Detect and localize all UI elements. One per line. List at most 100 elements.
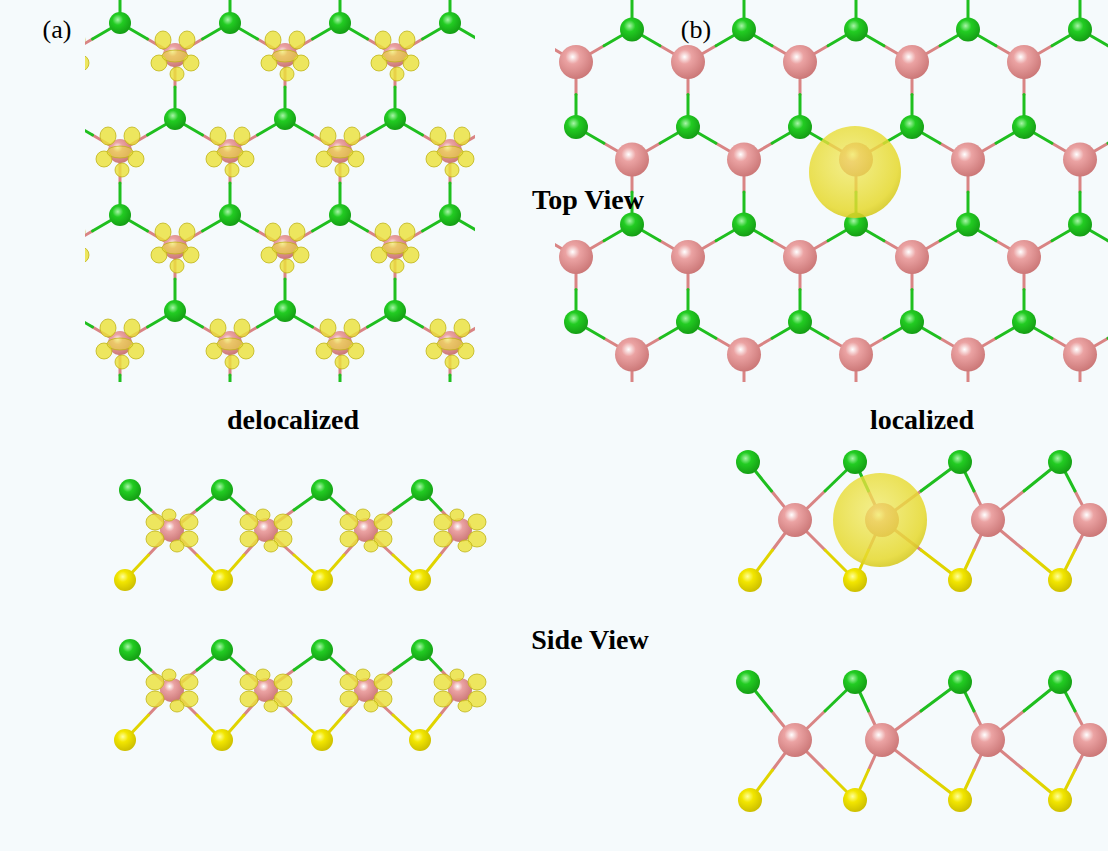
panel-label: (b) — [681, 16, 711, 45]
green-atom — [119, 479, 141, 501]
isosurface-lobe — [289, 223, 305, 241]
green-atom — [956, 18, 980, 42]
yellow-atom — [1048, 568, 1072, 592]
isosurface-lobe — [100, 127, 116, 145]
isosurface-lobe — [340, 674, 358, 690]
side-views — [114, 450, 1107, 812]
isosurface-lobe — [454, 127, 470, 145]
yellow-atom — [311, 569, 333, 591]
isosurface-lobe — [115, 355, 129, 369]
yellow-atom — [843, 788, 867, 812]
pink-atom — [895, 45, 929, 79]
state-label: delocalized — [227, 405, 359, 436]
green-atom — [329, 12, 351, 34]
pink-atom — [971, 503, 1005, 537]
green-atom — [274, 300, 296, 322]
yellow-atom — [211, 569, 233, 591]
pink-atom — [971, 723, 1005, 757]
green-atom — [1048, 670, 1072, 694]
isosurface-lobe — [210, 319, 226, 337]
isosurface-lobe — [344, 319, 360, 337]
isosurface-lobe — [375, 223, 391, 241]
bond — [85, 311, 93, 327]
green-atom — [1068, 213, 1092, 237]
yellow-atom — [114, 569, 136, 591]
green-atom — [1012, 310, 1036, 334]
isosurface-lobe — [434, 514, 452, 530]
isosurface-lobe — [264, 540, 278, 552]
isosurface-lobe — [335, 355, 349, 369]
isosurface-lobe — [375, 31, 391, 49]
isosurface-lobe — [265, 223, 281, 241]
isosurface-lobe — [170, 67, 184, 81]
pink-atom — [671, 45, 705, 79]
isosurface-ring — [162, 242, 188, 254]
yellow-atom — [114, 729, 136, 751]
green-atom — [732, 18, 756, 42]
green-atom — [948, 670, 972, 694]
localized-isosurface — [833, 473, 927, 567]
pink-atom — [839, 338, 873, 372]
isosurface-ring — [272, 50, 298, 62]
pink-atom — [671, 240, 705, 274]
isosurface-lobe — [146, 514, 164, 530]
green-atom — [211, 479, 233, 501]
yellow-atom — [948, 788, 972, 812]
isosurface-lobe — [170, 700, 184, 712]
green-atom — [676, 310, 700, 334]
green-atom — [1048, 450, 1072, 474]
green-atom — [788, 115, 812, 139]
isosurface-lobe — [430, 319, 446, 337]
green-atom — [843, 450, 867, 474]
green-atom — [411, 479, 433, 501]
green-atom — [1012, 115, 1036, 139]
isosurface-lobe — [340, 514, 358, 530]
isosurface-lobe — [434, 691, 452, 707]
pink-atom — [1063, 338, 1097, 372]
isosurface-lobe — [344, 127, 360, 145]
pink-atom — [727, 338, 761, 372]
green-atom — [311, 479, 333, 501]
top-view-b — [555, 0, 1108, 382]
isosurface-lobe — [170, 259, 184, 273]
isosurface-lobe — [180, 514, 198, 530]
pink-atom — [783, 45, 817, 79]
green-atom — [119, 639, 141, 661]
isosurface-lobe — [225, 355, 239, 369]
view-label: Side View — [531, 625, 648, 656]
isosurface-lobe — [210, 127, 226, 145]
bond — [339, 375, 342, 382]
isosurface-lobe — [356, 669, 370, 681]
bond — [85, 231, 93, 247]
isosurface-lobe — [155, 223, 171, 241]
yellow-atom — [843, 568, 867, 592]
isosurface-lobe — [458, 540, 472, 552]
isosurface-lobe — [434, 674, 452, 690]
isosurface-ring — [272, 242, 298, 254]
pink-atom — [783, 240, 817, 274]
yellow-atom — [211, 729, 233, 751]
isosurface-ring — [382, 50, 408, 62]
green-atom — [620, 213, 644, 237]
pink-atom — [951, 338, 985, 372]
isosurface-lobe — [146, 674, 164, 690]
yellow-atom — [738, 788, 762, 812]
isosurface-ring — [107, 146, 133, 158]
isosurface-ring — [217, 338, 243, 350]
isosurface-lobe — [356, 509, 370, 521]
green-atom — [564, 310, 588, 334]
isosurface-lobe — [115, 163, 129, 177]
isosurface-lobe — [240, 691, 258, 707]
isosurface-lobe — [124, 319, 140, 337]
green-atom — [329, 204, 351, 226]
isosurface-lobe — [180, 674, 198, 690]
isosurface-ring — [437, 146, 463, 158]
isosurface-lobe — [240, 514, 258, 530]
isosurface-lobe — [458, 700, 472, 712]
isosurface-lobe — [280, 259, 294, 273]
pink-atom — [1063, 143, 1097, 177]
isosurface-lobe — [340, 531, 358, 547]
isosurface-lobe — [162, 509, 176, 521]
green-atom — [219, 12, 241, 34]
pink-atom — [865, 723, 899, 757]
